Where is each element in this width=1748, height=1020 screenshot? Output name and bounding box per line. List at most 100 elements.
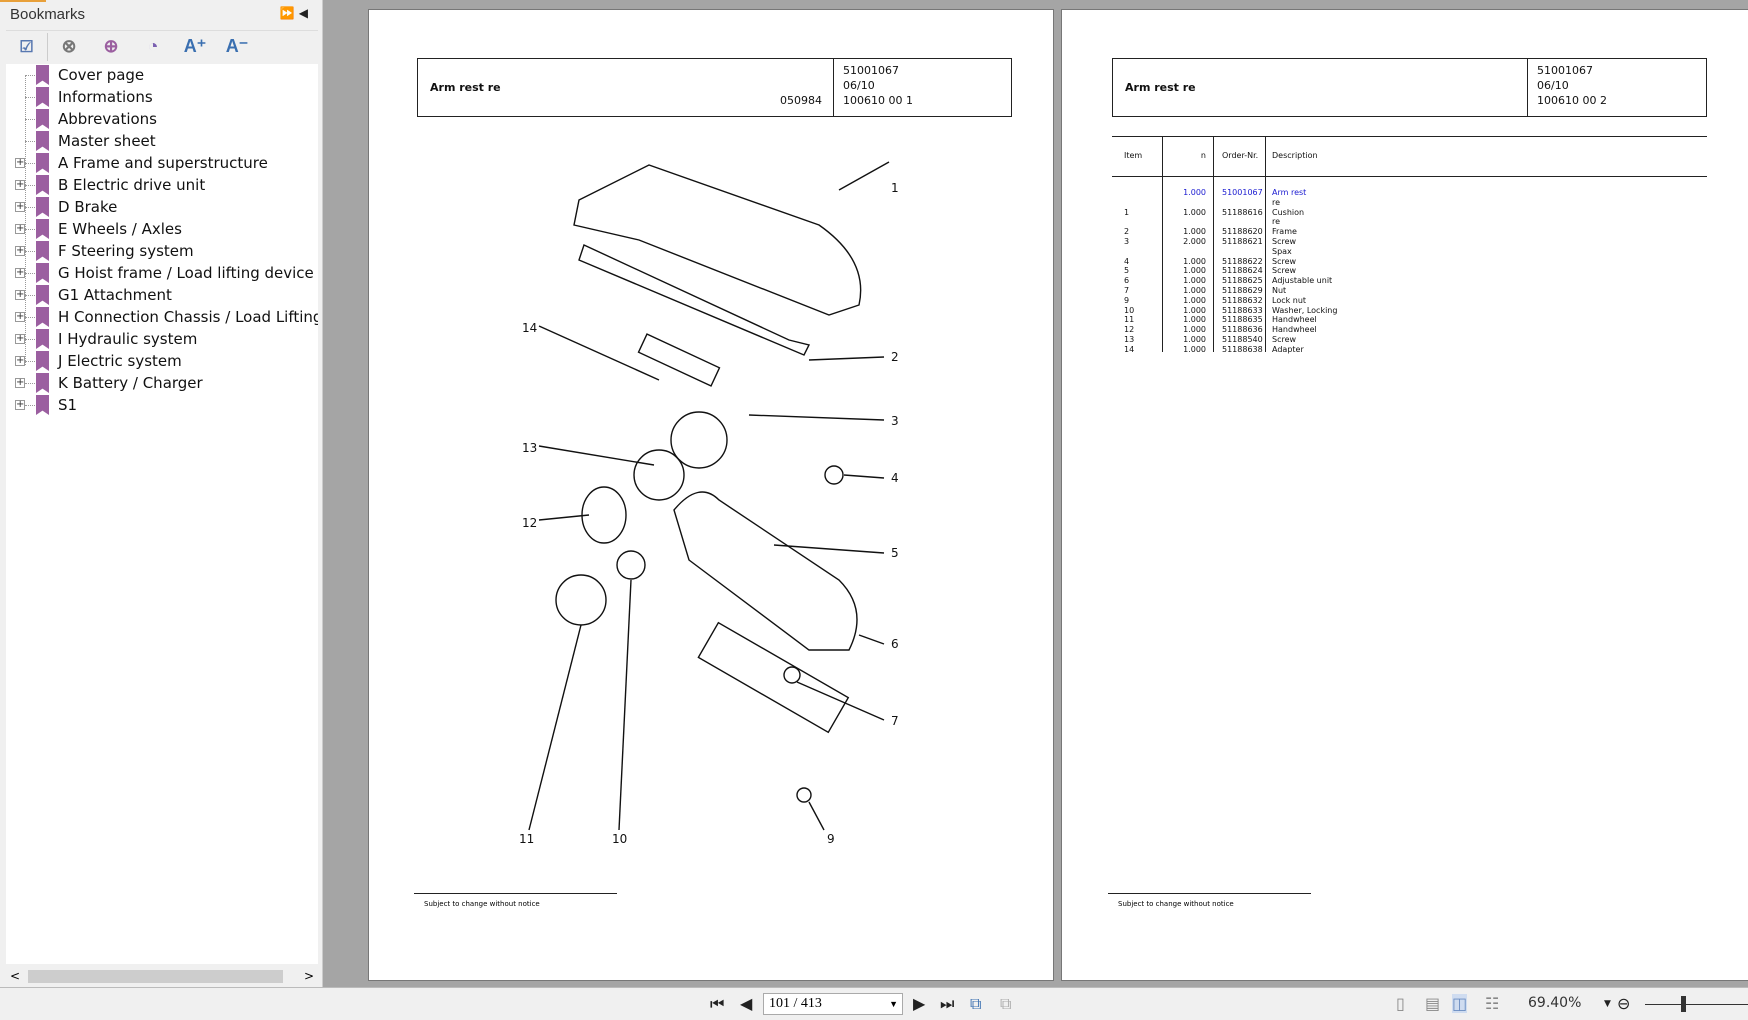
- bookmark-icon: [36, 395, 49, 415]
- adjustable-unit-body: [673, 491, 858, 651]
- bookmark-label: S1: [58, 396, 78, 414]
- horizontal-scrollbar[interactable]: < >: [6, 966, 318, 986]
- zoom-dropdown-icon[interactable]: ▼: [1604, 999, 1611, 1009]
- collapse-panel-icon[interactable]: ◀: [298, 6, 312, 20]
- bookmark-item[interactable]: +A Frame and superstructure: [6, 152, 318, 174]
- bookmark-item[interactable]: + D Brake: [6, 196, 318, 218]
- bookmark-item[interactable]: Abbrevations: [6, 108, 318, 130]
- footer-text: Subject to change without notice: [424, 900, 540, 908]
- bookmark-label: K Battery / Charger: [58, 374, 203, 392]
- drawing-title: Arm rest re: [1125, 81, 1196, 94]
- parts-cell-order[interactable]: 51001067: [1222, 188, 1263, 197]
- parts-cell-order: 51188625: [1222, 276, 1263, 286]
- two-page-view-icon[interactable]: ◫: [1452, 994, 1468, 1013]
- bookmark-label: I Hydraulic system: [58, 330, 198, 348]
- add-bookmark-button[interactable]: ⊕: [103, 36, 119, 56]
- sheet-number: 100610 00 1: [843, 94, 913, 107]
- parts-cell-order: 51188621: [1222, 237, 1263, 246]
- parts-cell-item: 13: [1124, 335, 1135, 344]
- document-view[interactable]: Arm rest re 050984 51001067 06/10 100610…: [323, 0, 1748, 987]
- expand-icon[interactable]: +: [15, 179, 25, 190]
- bookmark-label: Informations: [58, 88, 153, 106]
- part-date: 06/10: [1537, 79, 1569, 92]
- parts-cell-order: 51188629: [1222, 286, 1263, 295]
- expand-panel-icon[interactable]: ⏩: [279, 6, 299, 20]
- expand-icon[interactable]: +: [15, 333, 25, 344]
- bookmark-item[interactable]: +E Wheels / Axles: [6, 218, 318, 240]
- expand-icon[interactable]: +: [15, 355, 25, 366]
- bookmark-item[interactable]: Cover page: [6, 64, 318, 86]
- bookmark-options-button[interactable]: ☑: [6, 32, 48, 61]
- bookmark-icon: [36, 329, 49, 349]
- bookmark-item[interactable]: Master sheet: [6, 130, 318, 152]
- tree-connector: [25, 74, 39, 76]
- parts-cell-item: 1: [1124, 207, 1130, 217]
- title-block: Arm rest re 050984 51001067 06/10 100610…: [417, 58, 1012, 117]
- bookmark-item[interactable]: Informations: [6, 86, 318, 108]
- parts-cell-desc: Adjustable unit: [1272, 276, 1333, 286]
- expand-icon[interactable]: +: [15, 311, 25, 322]
- continuous-view-icon[interactable]: ▤: [1425, 994, 1441, 1013]
- page-dropdown-icon[interactable]: ▼: [889, 999, 898, 1009]
- scroll-right-icon[interactable]: >: [303, 969, 314, 983]
- parts-cell-desc[interactable]: Arm rest: [1272, 188, 1307, 197]
- previous-page-button[interactable]: ◀: [740, 994, 753, 1013]
- parts-cell-order: 51188635: [1222, 315, 1263, 325]
- single-page-view-icon[interactable]: ▯: [1396, 994, 1405, 1013]
- delete-bookmark-button[interactable]: ⊗: [61, 36, 77, 56]
- expand-icon[interactable]: +: [15, 267, 25, 278]
- zoom-level[interactable]: 69.40%: [1528, 995, 1582, 1011]
- expand-icon[interactable]: +: [15, 399, 25, 410]
- next-page-button[interactable]: ▶: [913, 994, 926, 1013]
- expand-icon[interactable]: +: [15, 201, 25, 212]
- parts-cell-item: 14: [1124, 344, 1135, 354]
- expand-icon[interactable]: +: [15, 289, 25, 300]
- last-page-button[interactable]: ⏭: [940, 994, 955, 1013]
- bookmark-label: D Brake: [58, 198, 118, 216]
- expand-icon[interactable]: +: [15, 157, 25, 168]
- scrollbar-thumb[interactable]: [28, 970, 283, 983]
- tree-connector: [25, 382, 39, 384]
- parts-cell-desc: Screw: [1272, 256, 1297, 266]
- panel-title: Bookmarks: [10, 6, 86, 23]
- zoom-slider[interactable]: [1645, 1004, 1748, 1005]
- bookmark-label: G1 Attachment: [58, 286, 172, 304]
- next-view-button[interactable]: ⧉: [1000, 994, 1012, 1013]
- parts-cell-n: [1172, 217, 1206, 227]
- bookmark-item[interactable]: + F Steering system: [6, 240, 318, 262]
- parts-cell-n: 1.000: [1183, 335, 1206, 344]
- bookmark-item[interactable]: + B Electric drive unit: [6, 174, 318, 196]
- tree-connector: [25, 404, 39, 406]
- bookmark-item[interactable]: + I Hydraulic system: [6, 328, 318, 350]
- bookmark-item[interactable]: +J Electric system: [6, 350, 318, 372]
- expand-icon[interactable]: +: [15, 245, 25, 256]
- first-page-button[interactable]: ⏮: [710, 994, 725, 1013]
- bookmark-item[interactable]: +G Hoist frame / Load lifting device: [6, 262, 318, 284]
- goto-bookmark-button[interactable]: ◔: [147, 36, 159, 56]
- callout-7: 7: [891, 714, 899, 728]
- callout-2: 2: [891, 350, 899, 364]
- bookmark-item[interactable]: + K Battery / Charger: [6, 372, 318, 394]
- parts-cell-n: 1.000: [1183, 325, 1206, 335]
- increase-font-button[interactable]: A⁺: [183, 36, 207, 56]
- title-block: Arm rest re 51001067 06/10 100610 00 2: [1112, 58, 1707, 117]
- part-date: 06/10: [843, 79, 875, 92]
- bookmark-item[interactable]: + S1: [6, 394, 318, 416]
- decrease-font-button[interactable]: A⁻: [225, 36, 249, 56]
- expand-icon[interactable]: +: [15, 377, 25, 388]
- zoom-slider-thumb[interactable]: [1681, 996, 1686, 1012]
- bookmark-label: F Steering system: [58, 242, 194, 260]
- continuous-facing-view-icon[interactable]: ☷: [1485, 994, 1500, 1013]
- previous-view-button[interactable]: ⧉: [970, 994, 982, 1013]
- scroll-left-icon[interactable]: <: [10, 969, 21, 983]
- page-number-input[interactable]: 101 / 413▼: [763, 993, 903, 1015]
- zoom-out-icon[interactable]: ⊖: [1617, 994, 1631, 1013]
- bookmark-label: B Electric drive unit: [58, 176, 206, 194]
- parts-cell-n: 1.000: [1183, 315, 1206, 325]
- parts-cell-item: 10: [1124, 305, 1135, 315]
- bookmark-item[interactable]: + G1 Attachment: [6, 284, 318, 306]
- bookmark-item[interactable]: +H Connection Chassis / Load Lifting Dev…: [6, 306, 318, 328]
- expand-icon[interactable]: +: [15, 223, 25, 234]
- tree-connector: [25, 250, 39, 252]
